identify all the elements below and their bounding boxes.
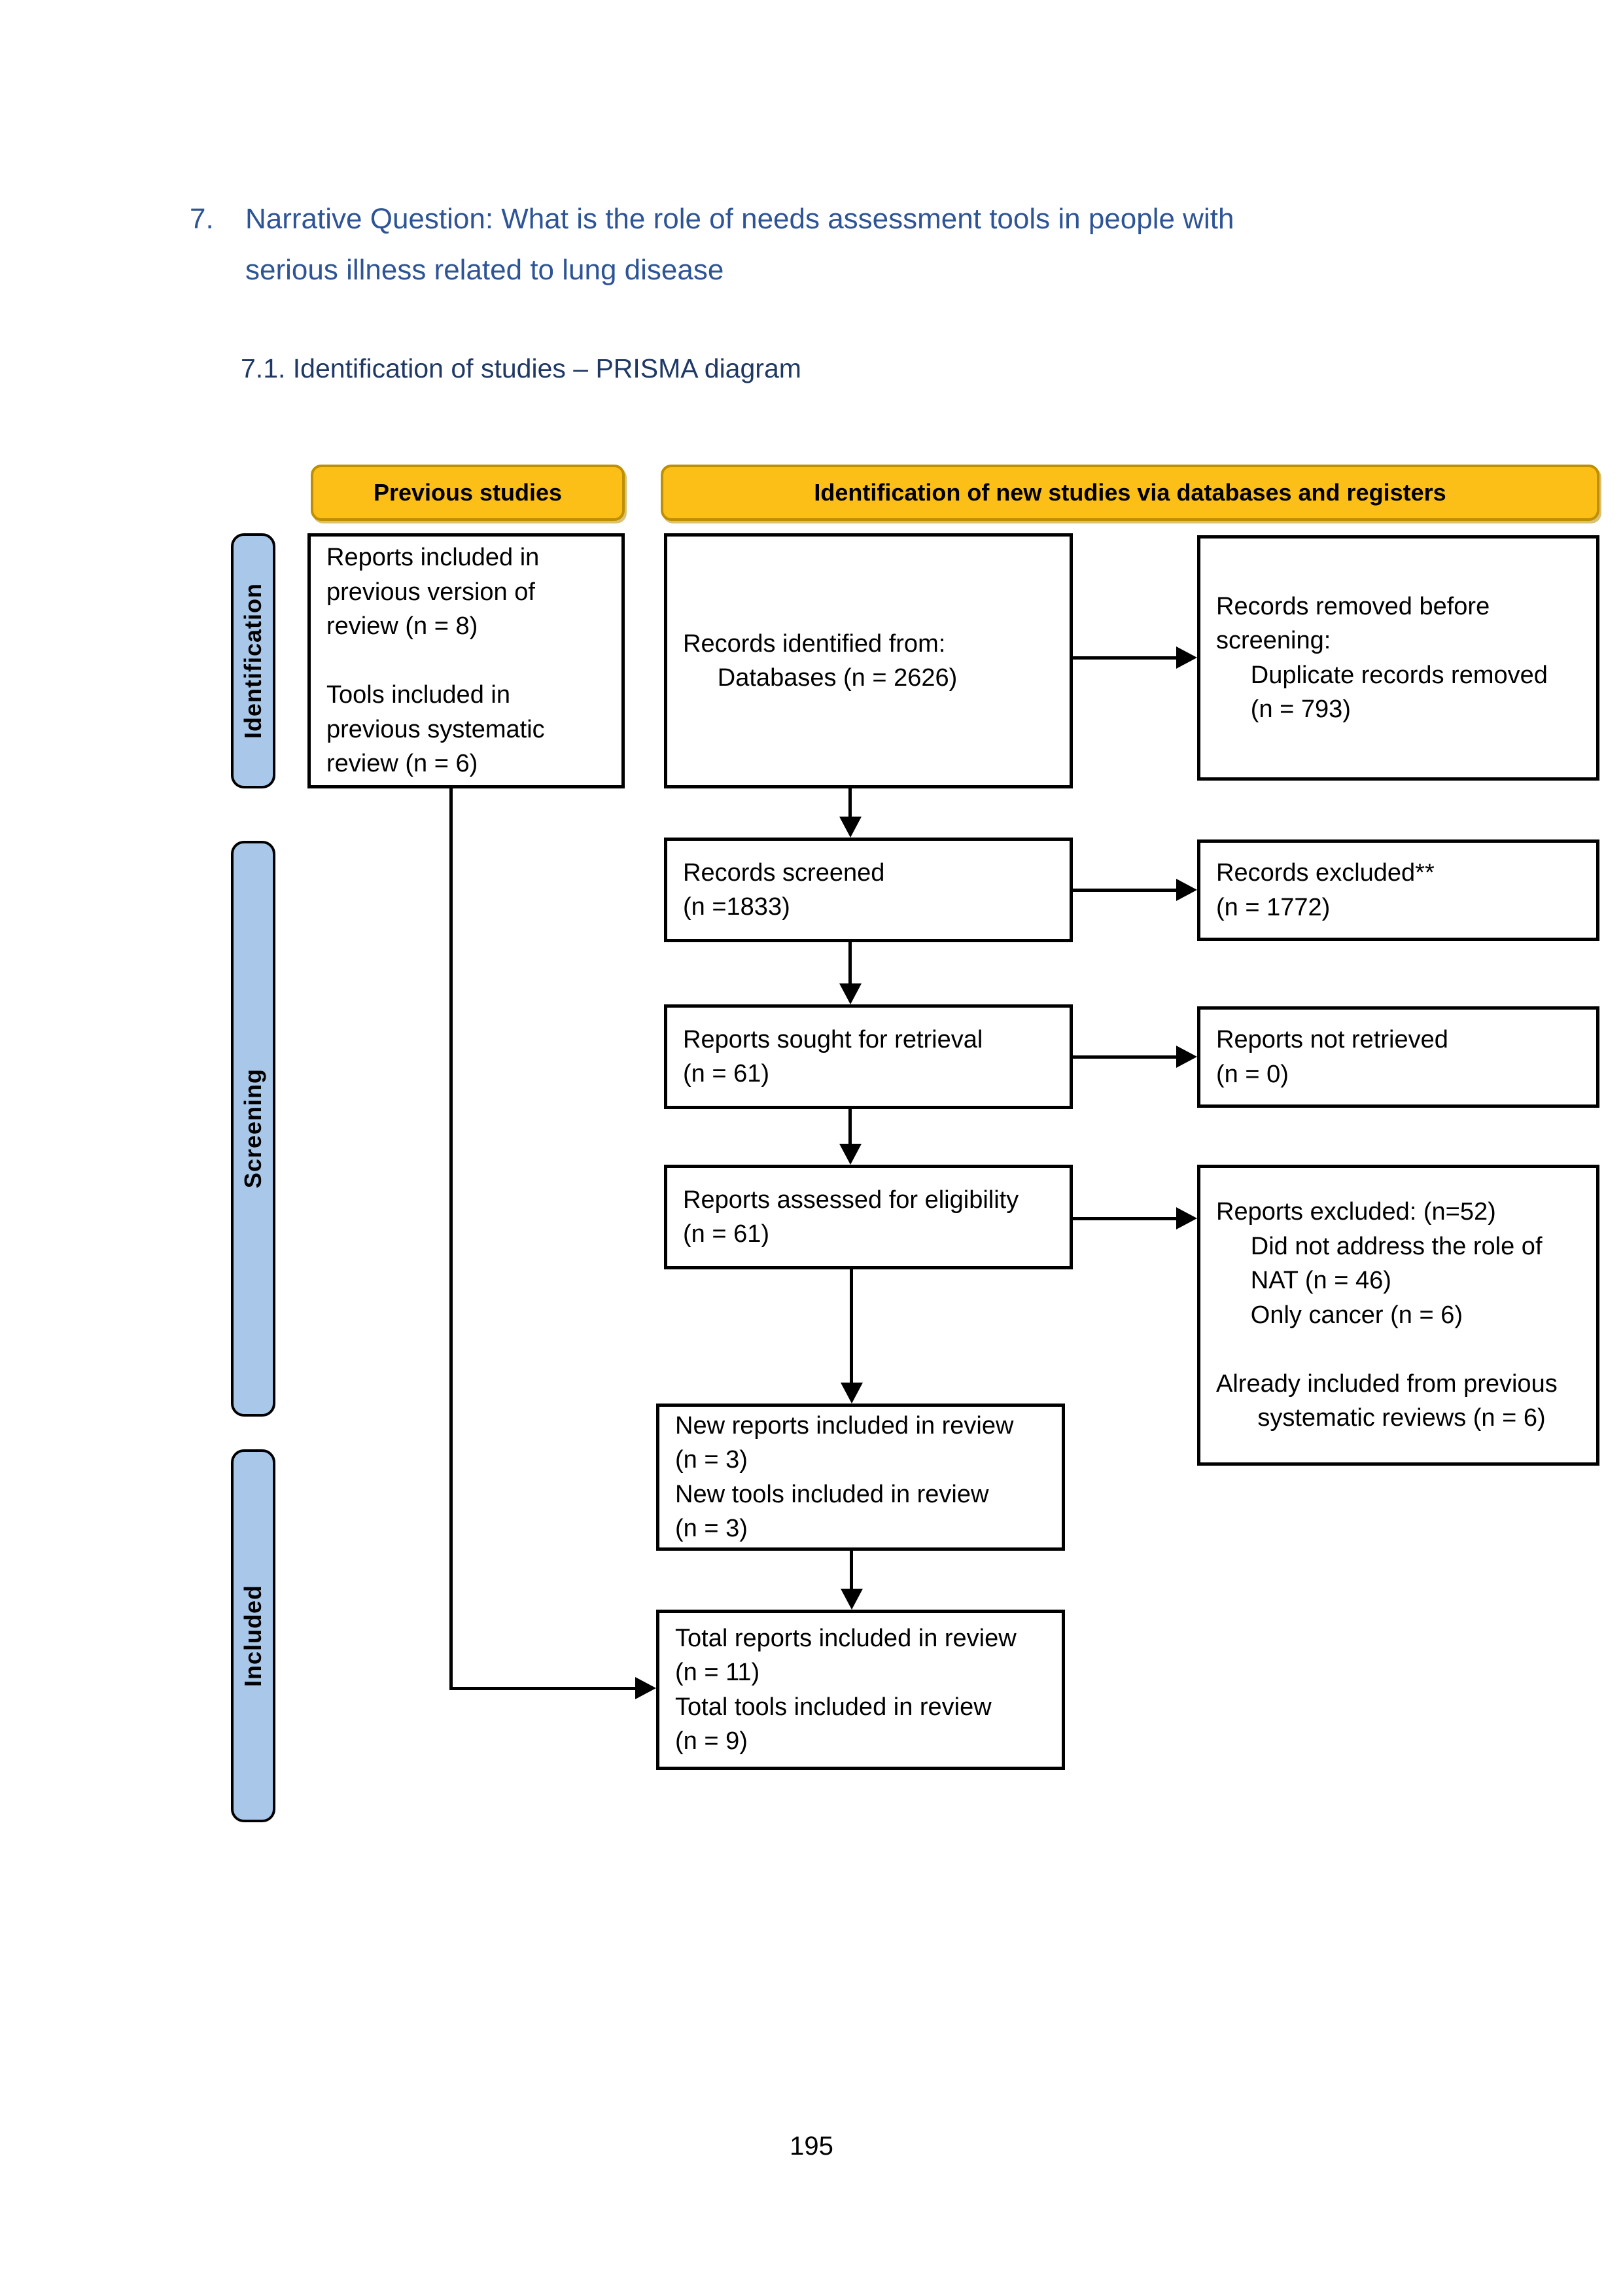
flow-box-new-included: New reports included in review (n = 3) N…: [656, 1404, 1065, 1551]
arrow-line: [848, 942, 852, 983]
flow-box-reports-assessed-text: Reports assessed for eligibility (n = 61…: [683, 1186, 1019, 1248]
flow-box-records-excluded: Records excluded** (n = 1772): [1197, 839, 1599, 941]
arrow-line: [848, 788, 852, 820]
arrow-head-down-icon: [839, 817, 862, 838]
arrow-head-right-icon: [1176, 879, 1197, 901]
page-number: 195: [790, 2132, 833, 2161]
arrow-line: [850, 1269, 853, 1384]
flow-box-reports-excluded-detail: Reports excluded: (n=52) Did not address…: [1197, 1165, 1599, 1466]
arrow-line: [1073, 889, 1178, 892]
arrow-head-down-icon: [841, 1383, 863, 1404]
arrow-head-down-icon: [841, 1589, 863, 1610]
column-header-previous-studies-label: Previous studies: [373, 479, 563, 506]
arrow-line: [449, 788, 453, 1690]
flow-box-records-screened: Records screened (n =1833): [664, 838, 1073, 942]
section-heading-number: 7.: [190, 203, 214, 235]
flow-box-total-included-text: Total reports included in review (n = 11…: [675, 1624, 1017, 1755]
column-header-new-studies: Identification of new studies via databa…: [661, 465, 1599, 521]
flow-box-records-excluded-text: Records excluded** (n = 1772): [1216, 859, 1435, 921]
section-heading: 7. Narrative Question: What is the role …: [190, 194, 1234, 296]
flow-box-reports-sought: Reports sought for retrieval (n = 61): [664, 1004, 1073, 1109]
stage-label-screening: Screening: [239, 1069, 266, 1189]
stage-pill-screening: Screening: [231, 841, 275, 1417]
flow-box-records-screened-text: Records screened (n =1833): [683, 858, 885, 921]
arrow-head-right-icon: [1176, 1046, 1197, 1068]
flow-box-records-removed: Records removed before screening: Duplic…: [1197, 535, 1599, 781]
arrow-line: [850, 1551, 853, 1590]
arrow-head-right-icon: [1176, 1207, 1197, 1229]
stage-pill-included: Included: [231, 1449, 275, 1822]
arrow-line: [449, 1687, 635, 1690]
section-heading-line2: serious illness related to lung disease: [245, 254, 724, 287]
flow-box-records-removed-text: Records removed before screening: Duplic…: [1216, 592, 1548, 723]
arrow-head-down-icon: [839, 983, 862, 1004]
arrow-head-down-icon: [839, 1144, 862, 1165]
arrow-line: [1073, 1055, 1178, 1059]
arrow-line: [1073, 1217, 1178, 1220]
stage-label-identification: Identification: [239, 583, 266, 739]
column-header-previous-studies: Previous studies: [311, 465, 625, 521]
flow-box-new-included-text: New reports included in review (n = 3) N…: [675, 1411, 1014, 1542]
arrow-line: [848, 1109, 852, 1144]
flow-box-reports-assessed: Reports assessed for eligibility (n = 61…: [664, 1165, 1073, 1269]
flow-box-reports-not-retrieved: Reports not retrieved (n = 0): [1197, 1006, 1599, 1108]
flow-box-total-included: Total reports included in review (n = 11…: [656, 1610, 1065, 1770]
flow-box-previous-reports: Reports included in previous version of …: [307, 533, 625, 788]
arrow-head-right-icon: [635, 1677, 656, 1699]
flow-box-previous-reports-text: Reports included in previous version of …: [326, 544, 545, 778]
arrow-head-right-icon: [1176, 646, 1197, 669]
flow-box-reports-not-retrieved-text: Reports not retrieved (n = 0): [1216, 1026, 1448, 1088]
flow-box-records-identified-text: Records identified from: Databases (n = …: [683, 629, 958, 692]
flow-box-records-identified: Records identified from: Databases (n = …: [664, 533, 1073, 788]
section-heading-line1: Narrative Question: What is the role of …: [245, 203, 1234, 235]
section-heading-text: Narrative Question: What is the role of …: [245, 194, 1234, 296]
flow-box-reports-sought-text: Reports sought for retrieval (n = 61): [683, 1025, 983, 1087]
column-header-new-studies-label: Identification of new studies via databa…: [814, 479, 1446, 506]
stage-pill-identification: Identification: [231, 533, 275, 788]
subsection-heading: 7.1. Identification of studies – PRISMA …: [241, 353, 801, 383]
arrow-line: [1073, 656, 1178, 660]
stage-label-included: Included: [239, 1584, 266, 1687]
flow-box-reports-excluded-detail-text: Reports excluded: (n=52) Did not address…: [1216, 1198, 1558, 1432]
